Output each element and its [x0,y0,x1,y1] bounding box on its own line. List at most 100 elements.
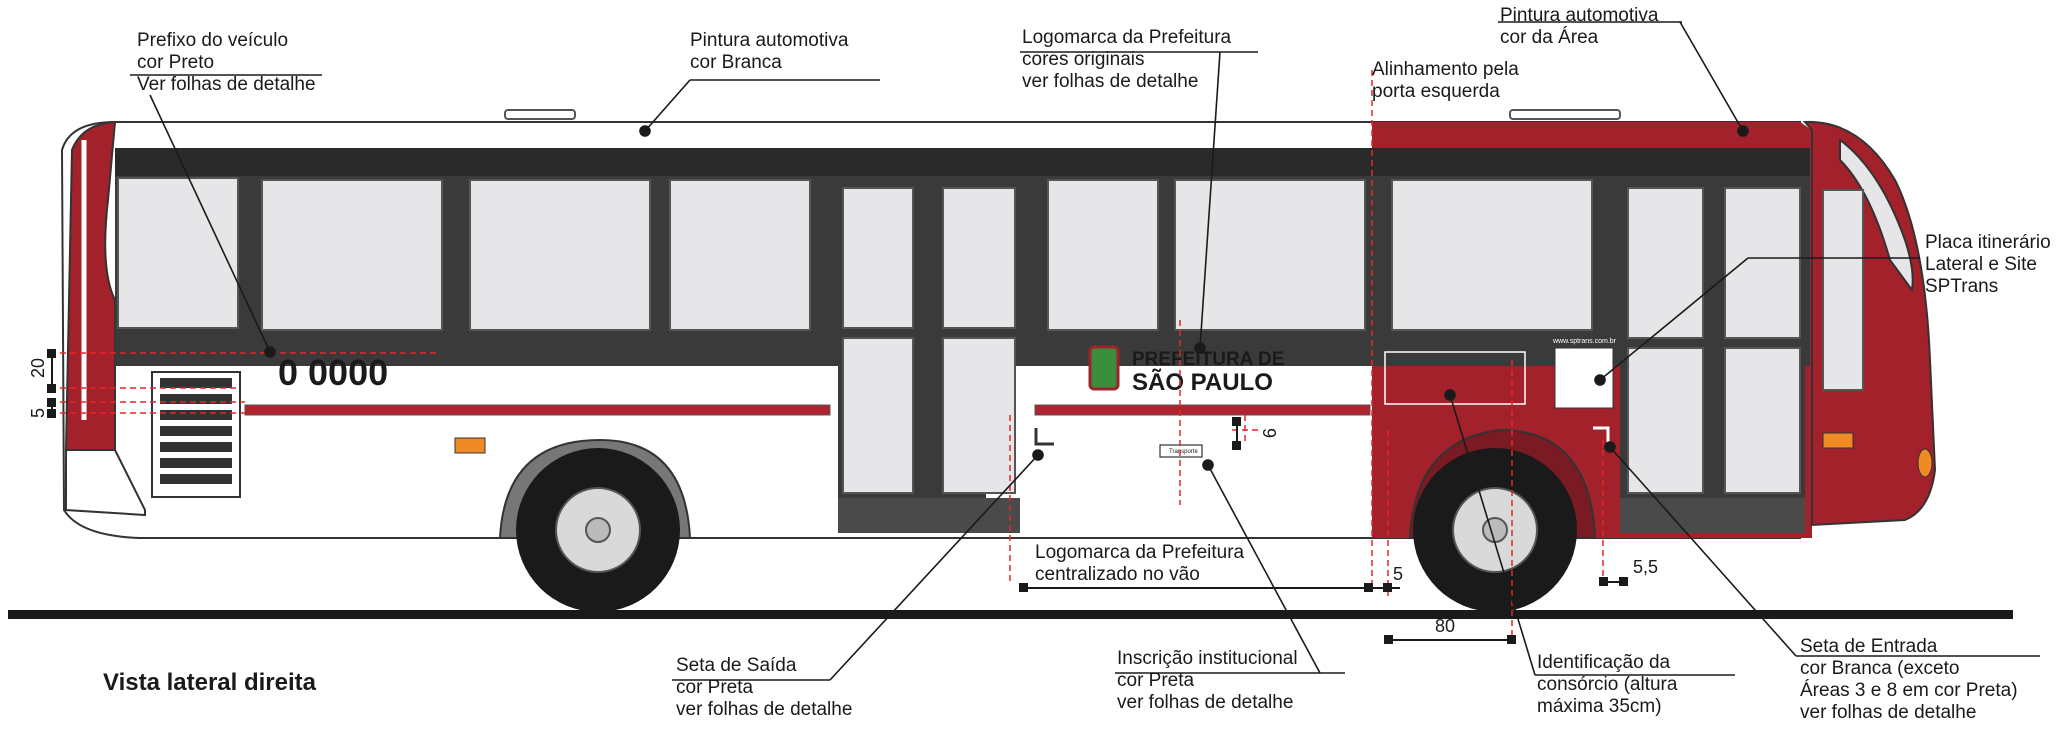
callout-line: ver folhas de detalhe [1022,71,1199,92]
prefeitura-logo: PREFEITURA DE SÃO PAULO [1088,345,1284,396]
grille-slat [160,378,232,388]
callout-line: Seta de Saída [676,655,797,676]
callout-line: Inscrição institucional [1117,648,1298,669]
vehicle-prefix-number: 0 0000 [278,352,388,393]
side-stripe [244,404,831,416]
grille-slat [160,394,232,404]
logo-line1: PREFEITURA DE [1132,349,1284,370]
grille-slat [160,410,232,420]
window [1391,179,1593,331]
callout-line: Logomarca da Prefeitura [1035,542,1245,563]
door-glass [942,337,1016,494]
callout-line: Ver folhas de detalhe [137,74,316,95]
institutional-inscription-plate [1159,444,1203,458]
callout-line: Seta de Entrada [1800,636,1938,657]
callout-line: cor Branca [690,52,782,73]
door-glass [1724,347,1801,494]
callout-line: cor Preta [676,677,754,698]
callout-line: SPTrans [1925,276,1999,297]
callout-line: Identificação da [1537,652,1671,673]
callout-inscription: Inscrição institucional cor Preta ver fo… [1117,648,1298,714]
callout-line: Placa itinerário [1925,232,2051,253]
roof-hatch [1509,109,1621,120]
callout-line: máxima 35cm) [1537,696,1662,717]
callout-route-sign: Placa itinerário Lateral e Site SPTrans [1925,232,2051,298]
grille-slat [160,458,232,468]
site-url: www.sptrans.com.br [1552,338,1617,345]
callout-line: Logomarca da Prefeitura [1022,27,1232,48]
callout-line: Áreas 3 e 8 em cor Preta) [1800,680,2018,701]
door-glass [942,187,1016,329]
callout-logo-colors: Logomarca da Prefeitura cores originais … [1022,27,1231,93]
callout-entry-arrow: Seta de Entrada cor Branca (exceto Áreas… [1800,636,2018,724]
callout-exit-arrow: Seta de Saída cor Preta ver folhas de de… [676,655,852,721]
callout-consortium: Identificação da consórcio (altura máxim… [1537,652,1677,718]
callout-line: porta esquerda [1372,81,1500,102]
inscription-plate-text: Transporte [1169,449,1198,455]
window [261,179,443,331]
callout-line: Pintura automotiva [1500,5,1659,26]
callout-line: Prefixo do veículo [137,30,289,51]
side-stripe [1034,404,1371,416]
callout-line: Pintura automotiva [690,30,849,51]
callout-line: Alinhamento pela [1372,59,1519,80]
amber-light-front [1822,432,1854,449]
window [117,177,239,329]
callout-paint-area: Pintura automotiva cor da Área [1500,5,1658,49]
leader-lines [130,21,2040,681]
dimension-5-left: 5 [28,408,48,418]
entry-arrow-icon [1593,426,1610,445]
door-step [1620,498,1805,533]
callout-line: ver folhas de detalhe [1800,702,1977,723]
window-band [115,148,1810,176]
amber-light-side [454,437,486,454]
dimension-5-bottom: 5 [1393,564,1403,584]
view-title: Vista lateral direita [103,669,316,696]
callout-line: centralizado no vão [1035,564,1200,585]
grille-slat [160,426,232,436]
callout-line: ver folhas de detalhe [1117,692,1294,713]
reference-lines [50,70,1604,640]
exit-arrow-icon [1034,428,1054,446]
callout-line: cor Preta [1117,670,1195,691]
window [469,179,651,331]
dimension-lines [47,349,1628,644]
dimension-9: 9 [1259,428,1279,438]
windows [117,177,1864,391]
callout-line: cor Preto [137,52,215,73]
callout-line: cores originais [1022,49,1145,70]
callout-line: cor Branca (exceto [1800,658,1960,679]
wheel-rear [516,448,680,612]
logo-line2: SÃO PAULO [1132,368,1273,396]
callout-line: consórcio (altura [1537,674,1678,695]
rear-bumper [65,449,146,517]
dimension-80: 80 [1435,616,1455,636]
callout-alignment: Alinhamento pela porta esquerda [1372,59,1519,103]
dimension-5-5: 5,5 [1633,557,1658,577]
callout-paint-white: Pintura automotiva cor Branca [690,30,848,74]
door-glass [1627,347,1704,494]
callout-line: ver folhas de detalhe [676,699,853,720]
grille-slat [160,474,232,484]
rear-cap [64,120,117,451]
door-glass [842,187,914,329]
window [1822,189,1864,391]
door-glass [842,337,914,494]
door-step [838,498,1020,533]
door-glass [1724,187,1801,339]
callout-logo-centered: Logomarca da Prefeitura centralizado no … [1035,542,1244,586]
callout-line: cor da Área [1500,27,1599,48]
coat-of-arms-icon [1088,345,1120,391]
dimension-20: 20 [28,358,48,378]
window [1047,179,1159,331]
grille-slat [160,442,232,452]
callout-line: Lateral e Site [1925,254,2037,275]
roof-hatch [504,109,576,120]
wheel-front [1413,448,1577,612]
door-glass [1627,187,1704,339]
consortium-id-box [1384,351,1526,405]
ground-line [8,610,2013,619]
front-marker-light [1917,448,1933,478]
